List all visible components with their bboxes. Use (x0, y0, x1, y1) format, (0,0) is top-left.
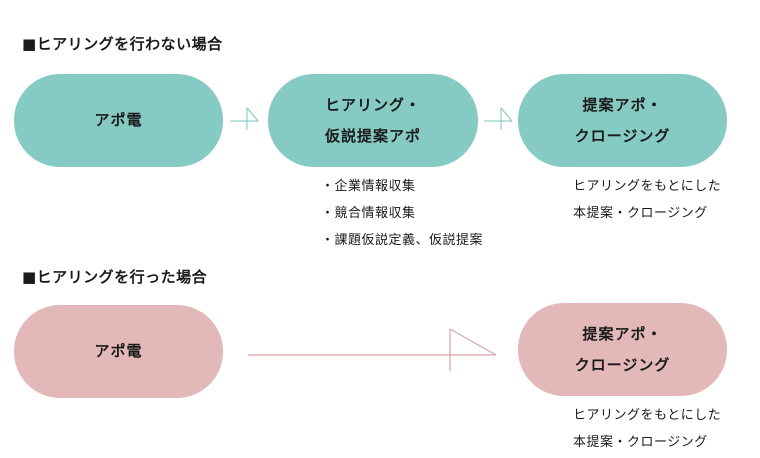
note-item: ・競合情報収集 (321, 206, 416, 221)
step-label-line: アポ電 (94, 342, 143, 360)
note-item: ヒアリングをもとにした (573, 408, 722, 423)
step-label-line: ヒアリング・ (324, 95, 421, 114)
step-label-line: クロージング (574, 355, 671, 374)
note-item: ヒアリングをもとにした (573, 179, 722, 194)
step-label-line: 提案アポ・ (582, 95, 663, 114)
flow-arrow-icon (230, 107, 259, 130)
note-item: 本提案・クロージング (573, 206, 708, 221)
step-label-line: 仮説提案アポ (324, 126, 421, 145)
note-item: 本提案・クロージング (573, 435, 708, 450)
step-appo-call: アポ電 (14, 305, 223, 398)
step-label-line: 提案アポ・ (582, 324, 663, 343)
notes-proposal: ヒアリングをもとにした 本提案・クロージング (573, 173, 721, 227)
step-appo-call: アポ電 (14, 74, 223, 167)
long-flow-arrow-icon (248, 328, 497, 371)
section-heading-without: ■ヒアリングを行わない場合 (22, 35, 223, 53)
step-hearing-hypothesis: ヒアリング・ 仮説提案アポ (268, 74, 478, 167)
step-label-line: アポ電 (94, 111, 143, 129)
step-label-line: クロージング (574, 126, 671, 145)
notes-proposal: ヒアリングをもとにした 本提案・クロージング (573, 402, 721, 456)
step-proposal-closing: 提案アポ・ クロージング (518, 74, 727, 167)
note-item: ・企業情報収集 (321, 179, 416, 194)
notes-hearing: ・企業情報収集 ・競合情報収集 ・課題仮説定義、仮説提案 (321, 173, 483, 254)
step-proposal-closing: 提案アポ・ クロージング (518, 303, 727, 396)
note-item: ・課題仮説定義、仮説提案 (321, 233, 484, 248)
flow-arrow-icon (484, 107, 513, 130)
section-heading-with: ■ヒアリングを行った場合 (22, 268, 208, 286)
